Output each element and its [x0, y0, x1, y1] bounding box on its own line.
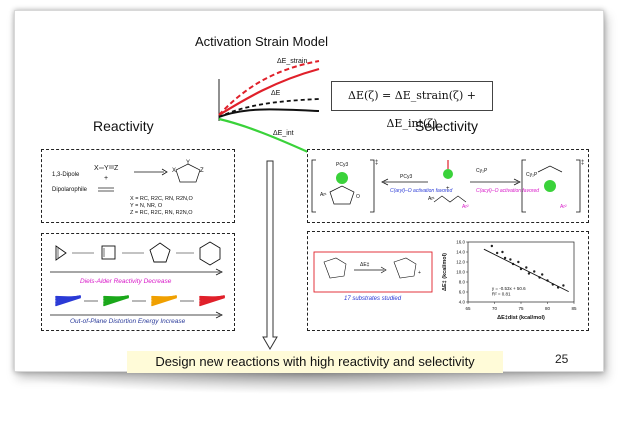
- svg-text:Ar¹: Ar¹: [320, 192, 327, 198]
- y-definition: Y = N, NR, O: [130, 203, 163, 209]
- y-tick-label: 4.0: [459, 300, 466, 305]
- distorted-structure-1: [55, 295, 81, 307]
- scatter-point: [562, 284, 565, 287]
- distortion-structures: [55, 295, 225, 307]
- ni-atom-right-icon: [544, 180, 556, 192]
- x-tick-label: 85: [571, 306, 577, 311]
- scatter-point: [501, 250, 504, 254]
- down-arrow-icon: [262, 160, 278, 350]
- substrates-count-label: 17 substrates studied: [344, 296, 402, 302]
- x-tick-label: 75: [518, 306, 524, 311]
- cyclohexene-icon: [199, 241, 221, 266]
- da-trend-arrow: [50, 268, 223, 276]
- dipole-label: 1,3-Dipole: [52, 172, 80, 178]
- svg-text:‡: ‡: [581, 160, 584, 166]
- reactivity-heading: Reactivity: [93, 118, 154, 134]
- slide-title: Activation Strain Model: [195, 34, 328, 49]
- svg-text:Z: Z: [200, 168, 204, 174]
- x-definition: X = RC, R2C, RN, R2N,O: [130, 196, 193, 202]
- svg-text:+: +: [418, 270, 421, 276]
- substrate-scheme: ΔE‡ +: [313, 251, 433, 293]
- oxidative-addition-panel: ‡ PCy3 Ar¹ O PCy3 C(aryl)–O activation f…: [307, 149, 589, 223]
- scatter-point: [527, 272, 531, 275]
- y-tick-label: 6.0: [459, 290, 466, 295]
- strain-dashed-curve: [218, 60, 320, 116]
- ni-atom-icon: [336, 172, 348, 184]
- strain-curve: [218, 67, 320, 116]
- interaction-label: ΔE_int: [273, 130, 294, 137]
- ni-selectivity-scheme: ‡ PCy3 Ar¹ O PCy3 C(aryl)–O activation f…: [311, 159, 584, 213]
- y-tick-label: 8.0: [459, 280, 466, 285]
- svg-text:+: +: [446, 186, 450, 192]
- y-tick-label: 12.0: [456, 260, 465, 265]
- scatter-point: [533, 270, 536, 273]
- scatter-point: [541, 273, 544, 276]
- svg-text:O: O: [356, 194, 360, 200]
- svg-text:Ar¹: Ar¹: [428, 196, 435, 202]
- cyclopentene-icon: [149, 242, 171, 263]
- ligand-label-arrow: PCy3: [400, 174, 412, 180]
- selectivity-heading: Selectivity: [415, 118, 479, 134]
- scatter-point: [509, 258, 512, 261]
- scatter-point: [525, 266, 528, 269]
- svg-text:Cy₂P: Cy₂P: [476, 168, 488, 174]
- scatter-point: [517, 260, 520, 264]
- x-tick-label: 80: [545, 306, 551, 311]
- diels-alder-panel: Diels-Alder Reactivity Decrease Out-of-P…: [41, 233, 235, 331]
- scatter-x-label: ΔE‡dist (kcal/mol): [497, 315, 545, 321]
- y-tick-label: 16.0: [456, 240, 465, 245]
- dipolarophile-label: Dipolarophile: [52, 187, 88, 193]
- svg-text:Cy₂P: Cy₂P: [526, 172, 538, 178]
- activation-strain-equation: ΔE(ζ) = ΔE_strain(ζ) + ΔE_int(ζ): [331, 81, 493, 130]
- x-tick-label: 65: [465, 306, 471, 311]
- svg-text:ΔE‡: ΔE‡: [360, 262, 370, 268]
- energy-label: ΔE: [271, 90, 281, 97]
- svg-text:Y: Y: [186, 160, 190, 166]
- svg-text:Y: Y: [104, 165, 109, 172]
- svg-text:X: X: [94, 165, 99, 172]
- page-number: 25: [555, 352, 569, 366]
- scatter-frame: [467, 241, 575, 303]
- svg-text:+: +: [104, 175, 108, 182]
- ring-series: [55, 241, 221, 266]
- correlation-scatter: 65 70 75 80 85 4.0 6.0 8.0 10.0 12.0 14.0 16.0 y = -…: [442, 240, 577, 322]
- cycloaddition-scheme: X Y Z + X Y Z: [94, 160, 204, 192]
- distortion-trend-arrow: [50, 311, 223, 319]
- svg-text:X: X: [172, 168, 176, 174]
- svg-text:Ar²: Ar²: [560, 204, 567, 210]
- interaction-curve: [218, 117, 320, 159]
- y-tick-label: 10.0: [456, 270, 465, 275]
- distorted-structure-2: [103, 295, 129, 307]
- fit-equation: y = -0.53x + 50.6: [492, 286, 526, 291]
- conclusion-banner: Design new reactions with high reactivit…: [127, 351, 503, 373]
- ni-reagent-icon: [443, 169, 453, 179]
- y-tick-label: 14.0: [456, 250, 465, 255]
- correlation-panel: ΔE‡ + 17 substrates studied 65 70 75 80 85 4.…: [307, 231, 589, 331]
- left-path-label: C(aryl)–O activation favored: [390, 188, 452, 194]
- ligand-label-left: PCy3: [336, 162, 348, 168]
- svg-text:Ar²: Ar²: [462, 204, 469, 210]
- scatter-point: [495, 251, 499, 255]
- scatter-point: [503, 256, 507, 260]
- scatter-y-label: ΔE‡ (kcal/mol): [442, 253, 448, 291]
- distortion-trend-label: Out-of-Plane Distortion Energy Increase: [70, 318, 186, 325]
- presentation-slide: Activation Strain Model ΔE_strain ΔE ΔE_…: [14, 10, 604, 373]
- scatter-point: [490, 244, 494, 248]
- energy-dashed-curve: [218, 98, 320, 118]
- dipolar-cycloaddition-panel: 1,3-Dipole Dipolarophile X Y Z + X Y Z X…: [41, 149, 235, 223]
- fit-line: [483, 248, 569, 293]
- strain-label: ΔE_strain: [277, 58, 307, 65]
- svg-text:‡: ‡: [375, 160, 378, 166]
- z-definition: Z = RC, R2C, RN, R2N,O: [130, 210, 193, 216]
- distorted-structure-3: [151, 295, 177, 307]
- cyclobutene-icon: [101, 245, 116, 260]
- right-path-label: C(acyl)–O activation favored: [476, 188, 539, 194]
- cyclopropene-icon: [55, 245, 67, 261]
- fit-r-squared: R² = 0.81: [492, 292, 511, 297]
- x-tick-label: 70: [492, 306, 498, 311]
- diels-alder-trend-label: Diels-Alder Reactivity Decrease: [80, 278, 172, 285]
- distorted-structure-4: [199, 295, 225, 307]
- svg-text:Z: Z: [114, 165, 119, 172]
